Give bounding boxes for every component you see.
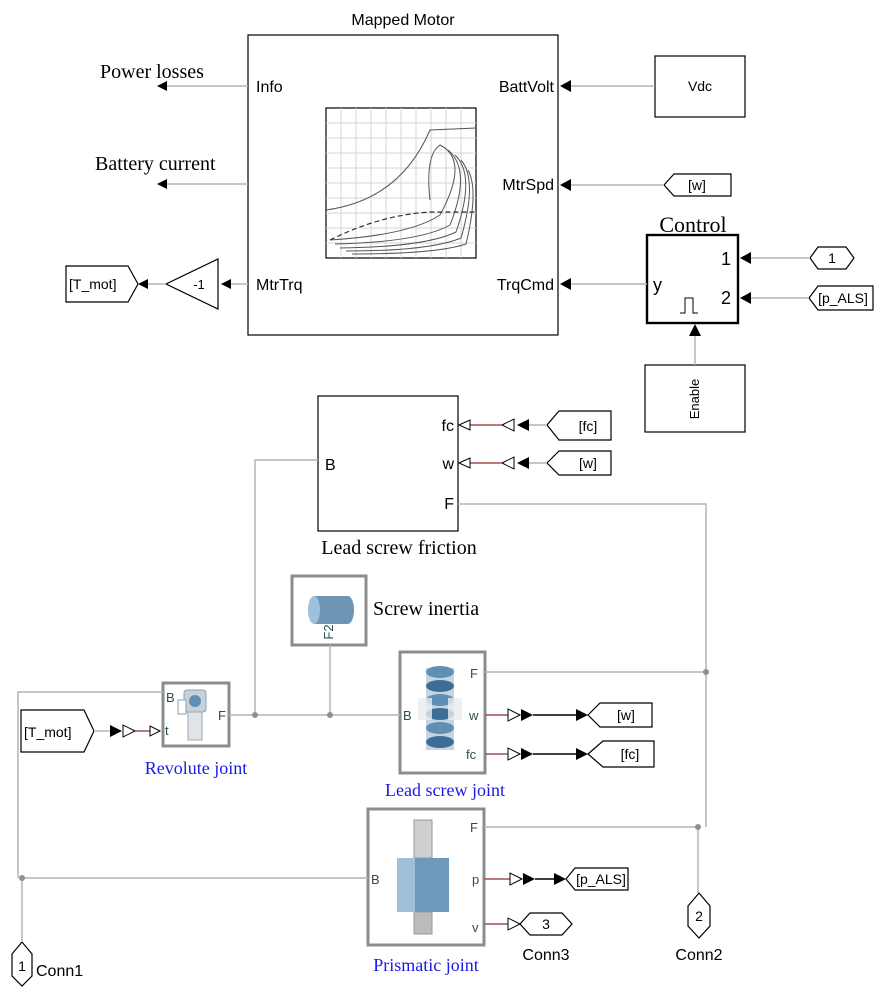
pj-port-f: F [470,820,478,835]
control-title: Control [659,212,726,237]
rj-port-f: F [218,708,226,723]
pulse-icon [680,297,698,314]
port-mtrspd: MtrSpd [502,177,554,194]
cylinder-icon [308,596,354,624]
rj-port-b: B [166,690,175,705]
from-fc-friction-text: [fc] [579,418,598,434]
power-losses-label: Power losses [100,61,204,83]
from-w-motor-text: [w] [688,177,706,193]
control-out: y [653,275,662,295]
goto-p-als-out[interactable]: [p_ALS] [484,867,629,891]
vdc-block[interactable]: Vdc [560,55,746,118]
conn3-label: Conn3 [522,947,569,964]
enable-label: Enable [687,379,702,419]
screw-inertia-tag: F2 [321,624,336,639]
control-in1: 1 [721,249,731,269]
from-w-friction[interactable]: [w] [457,450,612,476]
pj-port-b: B [371,872,380,887]
port-mtrtrq: MtrTrq [256,277,303,294]
goto-fc-out[interactable]: [fc] [485,740,655,768]
physical-connections [17,459,709,942]
pj-port-v: v [472,920,479,935]
goto-fc-out-text: [fc] [621,746,640,762]
goto-t-mot[interactable]: [T_mot] [65,265,139,303]
from-p-als-control[interactable]: [p_ALS] [740,285,874,311]
lead-screw-icon [418,666,462,750]
from-t-mot-in-text: [T_mot] [24,724,71,740]
port-info: Info [256,79,283,96]
port-trqcmd: TrqCmd [497,277,554,294]
enable-block[interactable]: Enable [644,324,746,433]
rj-port-t: t [165,723,169,738]
gain-value: -1 [193,277,205,292]
control-in2: 2 [721,288,731,308]
motor-map-icon [325,107,477,259]
revolute-joint-icon [177,689,207,741]
conn1-port[interactable]: 1 Conn1 [11,941,83,987]
pj-port-p: p [472,872,479,887]
screw-inertia-caption: Screw inertia [373,598,479,620]
conn2-port[interactable]: 2 Conn2 [675,892,723,964]
goto-p-als-out-text: [p_ALS] [576,871,626,887]
control-inport-1[interactable]: 1 [740,246,855,270]
lsf-caption: Lead screw friction [321,537,476,559]
power-losses-output: Power losses [100,61,248,91]
revolute-joint-block[interactable]: B F t Revolute joint [145,681,248,778]
mapped-motor-title: Mapped Motor [351,12,455,29]
goto-t-mot-text: [T_mot] [69,276,116,292]
from-t-mot-in[interactable]: [T_mot] [20,709,162,753]
control-block[interactable]: Control 1 2 y [560,212,740,325]
lsj-port-w: w [468,708,479,723]
goto-w-out[interactable]: [w] [485,702,653,728]
lsj-port-fc: fc [466,747,477,762]
conn3-number: 3 [542,916,550,932]
conn1-number: 1 [18,958,26,974]
lsf-port-fc: fc [442,418,454,435]
revolute-joint-caption: Revolute joint [145,758,248,778]
port-battvolt: BattVolt [499,79,555,96]
battery-current-output: Battery current [95,153,248,189]
control-inport-1-text: 1 [828,250,836,266]
conn1-label: Conn1 [36,963,83,980]
conn2-label: Conn2 [675,947,722,964]
gain-block[interactable]: -1 [138,258,248,310]
conn2-number: 2 [695,908,703,924]
lead-screw-joint-caption: Lead screw joint [385,780,505,800]
prismatic-joint-block[interactable]: F B p v Prismatic joint [366,807,486,975]
from-w-motor[interactable]: [w] [560,173,732,197]
prismatic-joint-icon [397,819,449,935]
from-w-friction-text: [w] [579,455,597,471]
prismatic-joint-caption: Prismatic joint [373,955,479,975]
from-p-als-control-text: [p_ALS] [818,290,868,306]
from-fc-friction[interactable]: [fc] [457,410,612,441]
goto-w-out-text: [w] [617,707,635,723]
lsj-port-b: B [403,708,412,723]
battery-current-label: Battery current [95,153,216,175]
lsf-port-f: F [444,496,454,513]
lead-screw-friction-block[interactable]: B fc w F Lead screw friction [317,395,477,559]
lsf-port-b: B [325,457,336,474]
conn3-port[interactable]: 3 Conn3 [484,912,573,964]
mapped-motor-block[interactable]: Mapped Motor [247,12,559,336]
screw-inertia-block[interactable]: F2 Screw inertia [290,574,479,647]
vdc-label: Vdc [688,78,712,94]
lead-screw-joint-block[interactable]: F B w fc Lead screw joint [385,650,505,800]
lsf-port-w: w [441,456,454,473]
lsj-port-f: F [470,666,478,681]
